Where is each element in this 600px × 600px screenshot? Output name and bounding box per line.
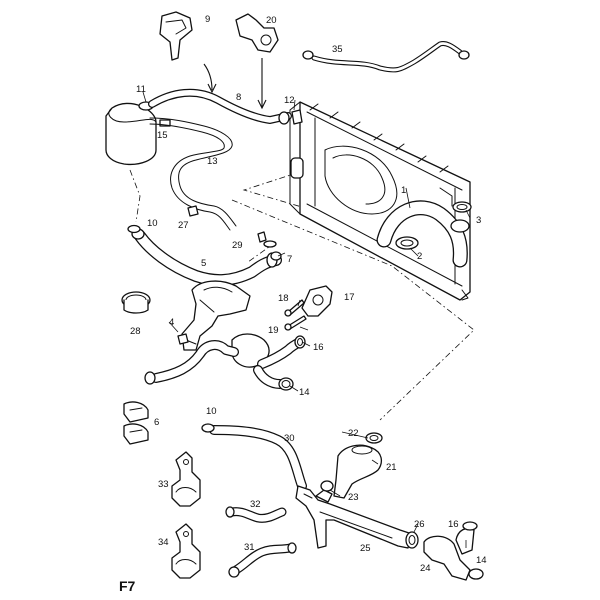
bracket-33 <box>171 451 201 507</box>
callout-1: 1 <box>401 185 406 196</box>
callout-10-upper: 10 <box>147 218 158 229</box>
hose-clamp-28 <box>121 291 151 314</box>
callout-16-upper: 16 <box>313 342 324 353</box>
callout-34: 34 <box>158 537 169 548</box>
callout-35: 35 <box>332 44 343 55</box>
callout-21: 21 <box>386 462 397 473</box>
hose-24 <box>423 527 475 581</box>
clamp-23 <box>320 480 334 492</box>
callout-11: 11 <box>136 84 146 95</box>
hose-21 <box>333 444 383 499</box>
hose-31 <box>228 542 297 578</box>
bracket-34 <box>171 523 201 579</box>
hose-30 <box>209 425 307 491</box>
callout-12: 12 <box>284 95 295 106</box>
hose-32 <box>225 506 287 523</box>
radiator <box>289 101 471 301</box>
clip-27 <box>187 205 199 217</box>
callout-14-lower: 14 <box>476 555 487 566</box>
callout-19: 19 <box>268 325 279 336</box>
callout-4: 4 <box>169 317 174 328</box>
callout-10-lower: 10 <box>206 406 217 417</box>
callout-16-lower: 16 <box>448 519 459 530</box>
callout-6: 6 <box>154 417 159 428</box>
clamp-26 <box>405 531 419 549</box>
hose-5 <box>131 228 282 287</box>
clamp-22 <box>365 432 383 444</box>
callout-7: 7 <box>287 254 292 265</box>
hose-clamp-14-lower <box>468 568 484 580</box>
callout-24: 24 <box>420 563 431 574</box>
clip-10-upper <box>127 224 141 234</box>
hose-to-14 <box>253 365 285 389</box>
hose-13 <box>149 117 237 231</box>
hose-8 <box>148 88 292 125</box>
callout-31: 31 <box>244 542 255 553</box>
callout-26: 26 <box>414 519 425 530</box>
callout-3: 3 <box>476 215 481 226</box>
callout-33: 33 <box>158 479 169 490</box>
lower-hose <box>144 340 239 385</box>
callout-13: 13 <box>207 156 218 167</box>
callout-5: 5 <box>201 258 206 269</box>
callout-27: 27 <box>178 220 189 231</box>
pipe-35 <box>302 41 470 73</box>
callout-20: 20 <box>266 15 277 26</box>
leader-lines <box>142 58 471 548</box>
clip-10-lower <box>201 423 215 433</box>
callout-25: 25 <box>360 543 371 554</box>
expansion-tank <box>105 102 157 166</box>
clamp-20 <box>235 13 279 53</box>
hose-clamp-3 <box>452 201 472 213</box>
clamp-29 <box>257 231 277 248</box>
clips-6 <box>123 401 149 445</box>
coolant-pipe-25 <box>295 485 413 549</box>
hose-clamp-16-lower <box>462 521 478 531</box>
callout-15: 15 <box>157 130 168 141</box>
callout-30: 30 <box>284 433 295 444</box>
callout-22: 22 <box>348 428 359 439</box>
radiator-hose-1 <box>376 200 470 268</box>
callout-17: 17 <box>344 292 355 303</box>
bracket-9 <box>159 11 193 61</box>
callout-9: 9 <box>205 14 210 25</box>
callout-18: 18 <box>278 293 289 304</box>
hose-clamp-16-upper <box>294 335 306 349</box>
callout-28: 28 <box>130 326 141 337</box>
clip-12 <box>291 109 303 125</box>
callout-labels: 1 2 3 4 5 6 7 8 9 10 10 11 12 13 14 14 1… <box>130 14 487 574</box>
hose-clamp-14-upper <box>278 377 294 391</box>
callout-14-upper: 14 <box>299 387 310 398</box>
flange-17 <box>301 285 333 317</box>
clip-7 <box>270 251 282 261</box>
bolt-19 <box>284 315 307 331</box>
callout-29: 29 <box>232 240 243 251</box>
callout-23: 23 <box>348 492 359 503</box>
bolt-18 <box>284 299 305 317</box>
callout-32: 32 <box>250 499 261 510</box>
sensor-4 <box>177 333 189 345</box>
coolant-pipe-assembly <box>181 280 270 368</box>
callout-8: 8 <box>236 92 241 103</box>
diagram-tag: F7 <box>119 578 136 594</box>
callout-2: 2 <box>417 251 422 262</box>
